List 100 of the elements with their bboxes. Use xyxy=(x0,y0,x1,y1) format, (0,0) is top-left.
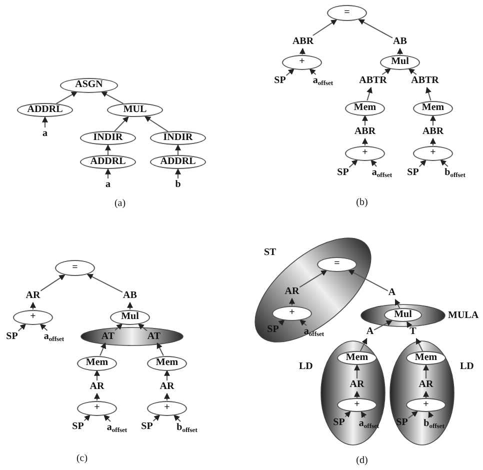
arrow xyxy=(105,168,111,179)
node-label: AR xyxy=(350,379,364,391)
ellipse-node: Mem xyxy=(77,356,117,370)
ellipse-node: + xyxy=(282,54,322,70)
ellipse-node: ADDRL xyxy=(80,155,136,169)
arrow xyxy=(94,370,100,381)
node-label: AB xyxy=(123,290,137,302)
arrow xyxy=(408,68,417,75)
node-label: AT xyxy=(101,330,115,342)
arrow xyxy=(300,319,307,326)
arrow xyxy=(100,91,124,104)
arrow xyxy=(278,319,285,326)
node-label: SP xyxy=(333,417,345,429)
ellipse-node: Mem xyxy=(345,100,385,116)
node-label: ABR xyxy=(292,36,314,48)
node-label: a$_{offset}$ xyxy=(372,167,392,179)
node-label: ABR xyxy=(354,126,376,138)
arrow xyxy=(144,116,168,132)
node-label: b xyxy=(175,179,181,191)
panel-caption: (a) xyxy=(114,199,126,209)
arrow xyxy=(416,338,424,352)
arrow xyxy=(100,342,106,356)
arrow xyxy=(94,392,100,401)
ellipse-node: Mul xyxy=(380,54,420,70)
panel-caption: (c) xyxy=(76,454,88,464)
arrow xyxy=(354,390,360,398)
arrow xyxy=(348,159,358,168)
arrow xyxy=(164,370,170,381)
arrow xyxy=(312,19,338,36)
arrow xyxy=(428,411,434,418)
node-label: AB xyxy=(393,36,407,48)
node-label: AR xyxy=(284,286,300,298)
node-label: SP xyxy=(72,421,84,433)
arrow xyxy=(344,411,351,418)
arrow xyxy=(360,411,367,418)
arrow xyxy=(374,320,392,330)
ellipse-node: ADDRL xyxy=(150,155,206,169)
arrow xyxy=(418,160,426,168)
ellipse-node: = xyxy=(55,260,95,276)
arrow xyxy=(362,138,368,146)
node-label: SP xyxy=(396,417,408,429)
arrow xyxy=(397,48,403,55)
node-label: b$_{offset}$ xyxy=(444,167,466,179)
node-label: a$_{offset}$ xyxy=(44,331,64,343)
panel-caption: (b) xyxy=(356,198,368,208)
node-label: SP xyxy=(267,324,279,336)
arrow xyxy=(156,342,164,356)
node-label: a$_{offset}$ xyxy=(304,326,324,338)
node-label: SP xyxy=(141,421,153,433)
ellipse-node: ADDRL xyxy=(17,103,73,117)
arrow xyxy=(309,68,316,75)
arrow xyxy=(40,324,48,331)
arrow xyxy=(354,364,360,379)
arrow xyxy=(86,274,123,293)
node-label: a$_{offset}$ xyxy=(312,75,334,87)
node-label: SP xyxy=(6,331,18,343)
arrow xyxy=(42,116,48,128)
arrow xyxy=(40,274,66,292)
arrow xyxy=(408,410,418,419)
ellipse-node: INDIR xyxy=(150,131,206,145)
arrow xyxy=(174,414,181,422)
arrow xyxy=(286,68,294,76)
arrow xyxy=(370,160,377,167)
arrow xyxy=(164,392,170,401)
arrow xyxy=(366,86,372,101)
arrow xyxy=(440,159,448,167)
group-label: MULA xyxy=(448,311,479,321)
arrow xyxy=(360,338,368,352)
ellipse-node: + xyxy=(147,400,187,416)
node-label: T xyxy=(410,326,416,338)
arrow xyxy=(56,91,78,104)
node-label: SP xyxy=(274,75,286,87)
arrow xyxy=(104,414,111,422)
node-label: b$_{offset}$ xyxy=(424,418,444,430)
ellipse-node: INDIR xyxy=(80,131,136,145)
node-label: AR xyxy=(90,381,104,393)
arrow xyxy=(18,324,26,332)
node-label: a xyxy=(106,179,110,191)
ellipse-node: Mul xyxy=(110,310,150,324)
node-label: ABTR xyxy=(359,75,387,87)
arrow xyxy=(394,298,400,309)
arrow xyxy=(382,68,392,75)
group-label: ST xyxy=(264,248,276,258)
node-label: b$_{offset}$ xyxy=(176,422,198,434)
node-label: AR xyxy=(26,290,40,302)
arrow xyxy=(299,48,306,55)
node-label: AT xyxy=(147,330,161,342)
node-label: SP xyxy=(337,167,349,179)
node-label: A xyxy=(366,326,374,338)
arrow xyxy=(299,270,328,288)
node-label: AR xyxy=(160,381,174,393)
ellipse-node: Mem xyxy=(413,100,453,116)
ellipse-node: Mem xyxy=(147,356,187,370)
arrow xyxy=(127,302,133,310)
ellipse-node: + xyxy=(345,146,385,160)
arrow xyxy=(175,144,181,156)
ellipse-node: ASGN xyxy=(60,78,118,92)
ellipse-node: = xyxy=(327,5,367,21)
ellipse-node: + xyxy=(13,310,53,324)
arrow xyxy=(423,364,429,379)
